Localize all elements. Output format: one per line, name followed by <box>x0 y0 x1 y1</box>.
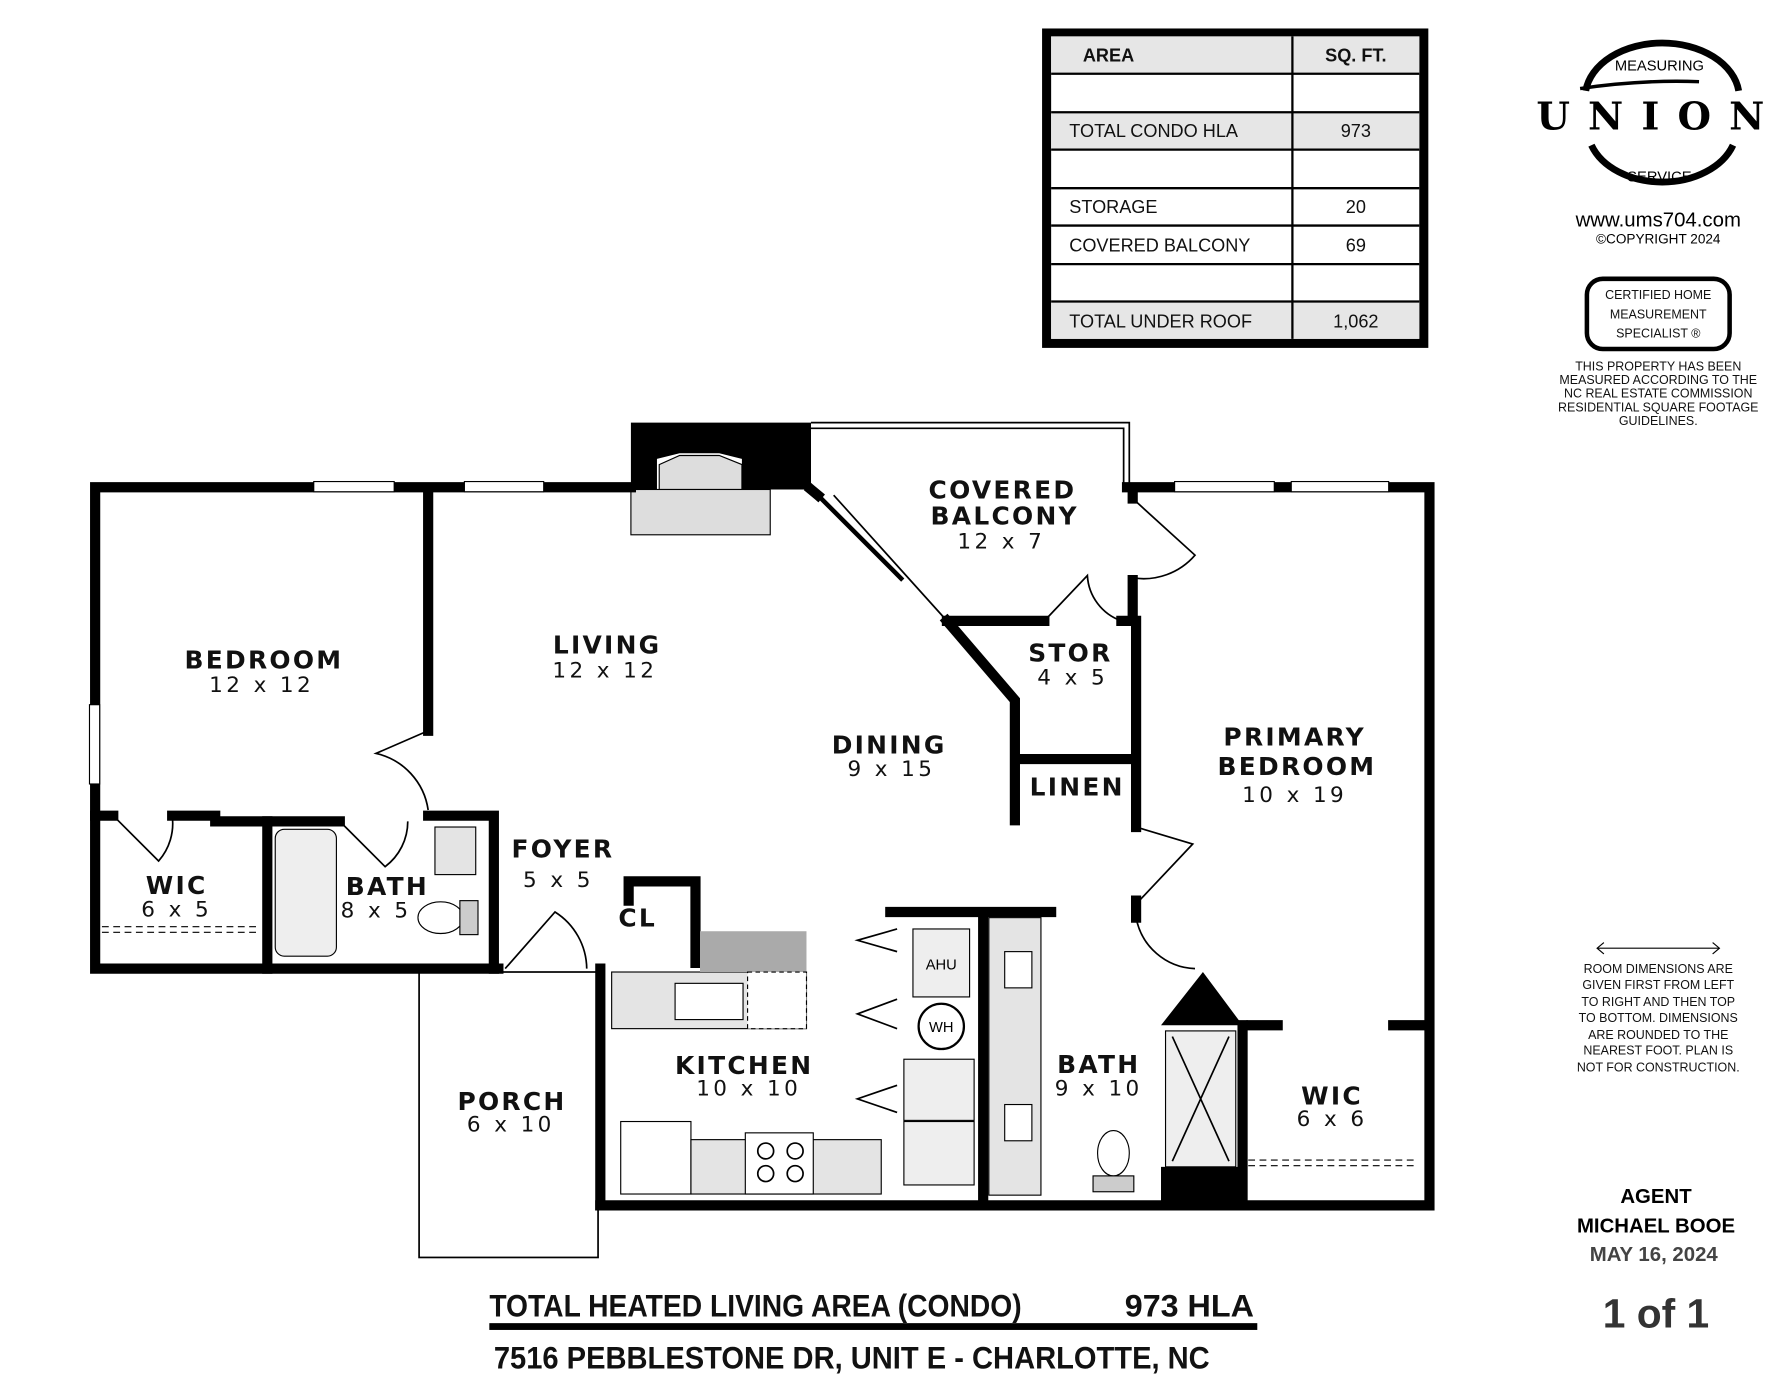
logo-main-text: UNION <box>1536 94 1767 139</box>
row-label: STORAGE <box>1069 197 1157 217</box>
cert-line: MEASUREMENT <box>1610 307 1707 321</box>
room-dim: 8 x 5 <box>341 899 412 924</box>
header-sqft: SQ. FT. <box>1325 45 1386 65</box>
note-line: ROOM DIMENSIONS ARE <box>1584 962 1733 976</box>
floor-plan <box>88 421 1435 1259</box>
room-dim: 6 x 5 <box>141 898 212 923</box>
room-name: BATH <box>346 872 429 901</box>
address: 7516 PEBBLESTONE DR, UNIT E - CHARLOTTE,… <box>494 1339 1210 1375</box>
room-name: WIC <box>146 871 208 900</box>
note-line: GUIDELINES. <box>1619 414 1698 428</box>
compliance-note: THIS PROPERTY HAS BEEN MEASURED ACCORDIN… <box>1558 360 1758 428</box>
room-name: BALCONY <box>931 502 1079 531</box>
cert-line: CERTIFIED HOME <box>1605 288 1711 302</box>
agent-name: MICHAEL BOOE <box>1577 1216 1735 1238</box>
ahu-label: AHU <box>926 958 957 974</box>
area-table: AREA SQ. FT. TOTAL CONDO HLA 973 STORAGE… <box>1042 28 1429 348</box>
room-dim: 12 x 12 <box>209 673 314 698</box>
row-label: TOTAL CONDO HLA <box>1069 121 1239 141</box>
row-label: TOTAL UNDER ROOF <box>1069 312 1252 332</box>
room-dim: 9 x 15 <box>847 757 935 782</box>
copyright: ©COPYRIGHT 2024 <box>1596 232 1721 247</box>
room-name: CL <box>618 904 657 933</box>
room-name: DINING <box>832 730 947 759</box>
note-line: NC REAL ESTATE COMMISSION <box>1564 387 1752 401</box>
room-dim: 12 x 12 <box>552 659 657 684</box>
room-labels: BEDROOM 12 x 12 LIVING 12 x 12 COVERED B… <box>141 476 1377 1138</box>
note-line: GIVEN FIRST FROM LEFT <box>1582 978 1734 992</box>
room-dim: 10 x 10 <box>696 1076 801 1101</box>
disclaimer: ROOM DIMENSIONS ARE GIVEN FIRST FROM LEF… <box>1577 942 1740 1075</box>
website-link[interactable]: www.ums704.com <box>1575 210 1741 232</box>
room-name: STOR <box>1028 639 1112 668</box>
row-value: 69 <box>1346 236 1366 256</box>
total-value: 973 HLA <box>1125 1287 1254 1323</box>
room-dim: 12 x 7 <box>957 529 1045 554</box>
page-number: 1 of 1 <box>1603 1291 1709 1337</box>
union-logo: MEASURING UNION SERVICE <box>1536 39 1767 186</box>
room-name: PORCH <box>457 1087 566 1116</box>
room-name: LIVING <box>553 631 662 660</box>
total-label: TOTAL HEATED LIVING AREA (CONDO) <box>489 1287 1021 1323</box>
room-dim: 9 x 10 <box>1055 1076 1143 1101</box>
room-name: BEDROOM <box>184 645 343 674</box>
row-value: 20 <box>1346 197 1366 217</box>
logo-top-text: MEASURING <box>1615 58 1704 74</box>
note-line: ARE ROUNDED TO THE <box>1588 1028 1728 1042</box>
note-line: RESIDENTIAL SQUARE FOOTAGE <box>1558 400 1758 414</box>
row-label: COVERED BALCONY <box>1069 236 1250 256</box>
room-dim: 5 x 5 <box>523 868 594 893</box>
note-line: NEAREST FOOT. PLAN IS <box>1583 1044 1733 1058</box>
room-dim: 10 x 19 <box>1242 783 1347 808</box>
room-name: BATH <box>1057 1050 1140 1079</box>
wh-label: WH <box>929 1020 954 1036</box>
row-value: 973 <box>1341 121 1371 141</box>
room-name: PRIMARY <box>1223 722 1365 751</box>
agent-label: AGENT <box>1620 1186 1692 1208</box>
note-line: TO BOTTOM. DIMENSIONS <box>1579 1011 1738 1025</box>
agent-date: MAY 16, 2024 <box>1590 1244 1719 1266</box>
note-line: THIS PROPERTY HAS BEEN <box>1575 360 1741 374</box>
note-line: TO RIGHT AND THEN TOP <box>1581 995 1735 1009</box>
room-dim: 6 x 10 <box>467 1113 555 1138</box>
footer: TOTAL HEATED LIVING AREA (CONDO) 973 HLA… <box>489 1287 1258 1375</box>
row-value: 1,062 <box>1333 312 1378 332</box>
note-line: NOT FOR CONSTRUCTION. <box>1577 1061 1740 1075</box>
room-name: KITCHEN <box>675 1051 813 1080</box>
logo-bottom-text: SERVICE <box>1627 169 1692 185</box>
room-name: COVERED <box>929 476 1077 505</box>
room-name: WIC <box>1301 1082 1363 1111</box>
room-name: BEDROOM <box>1218 752 1377 781</box>
agent-info: AGENT MICHAEL BOOE MAY 16, 2024 1 of 1 <box>1577 1186 1735 1337</box>
room-dim: 4 x 5 <box>1037 665 1108 690</box>
header-area: AREA <box>1083 45 1134 65</box>
room-name: LINEN <box>1030 772 1125 801</box>
certification-badge: CERTIFIED HOME MEASUREMENT SPECIALIST ® <box>1584 276 1732 352</box>
room-dim: 6 x 6 <box>1297 1107 1368 1132</box>
cert-line: SPECIALIST ® <box>1616 327 1700 341</box>
room-name: FOYER <box>512 835 615 864</box>
note-line: MEASURED ACCORDING TO THE <box>1559 373 1757 387</box>
